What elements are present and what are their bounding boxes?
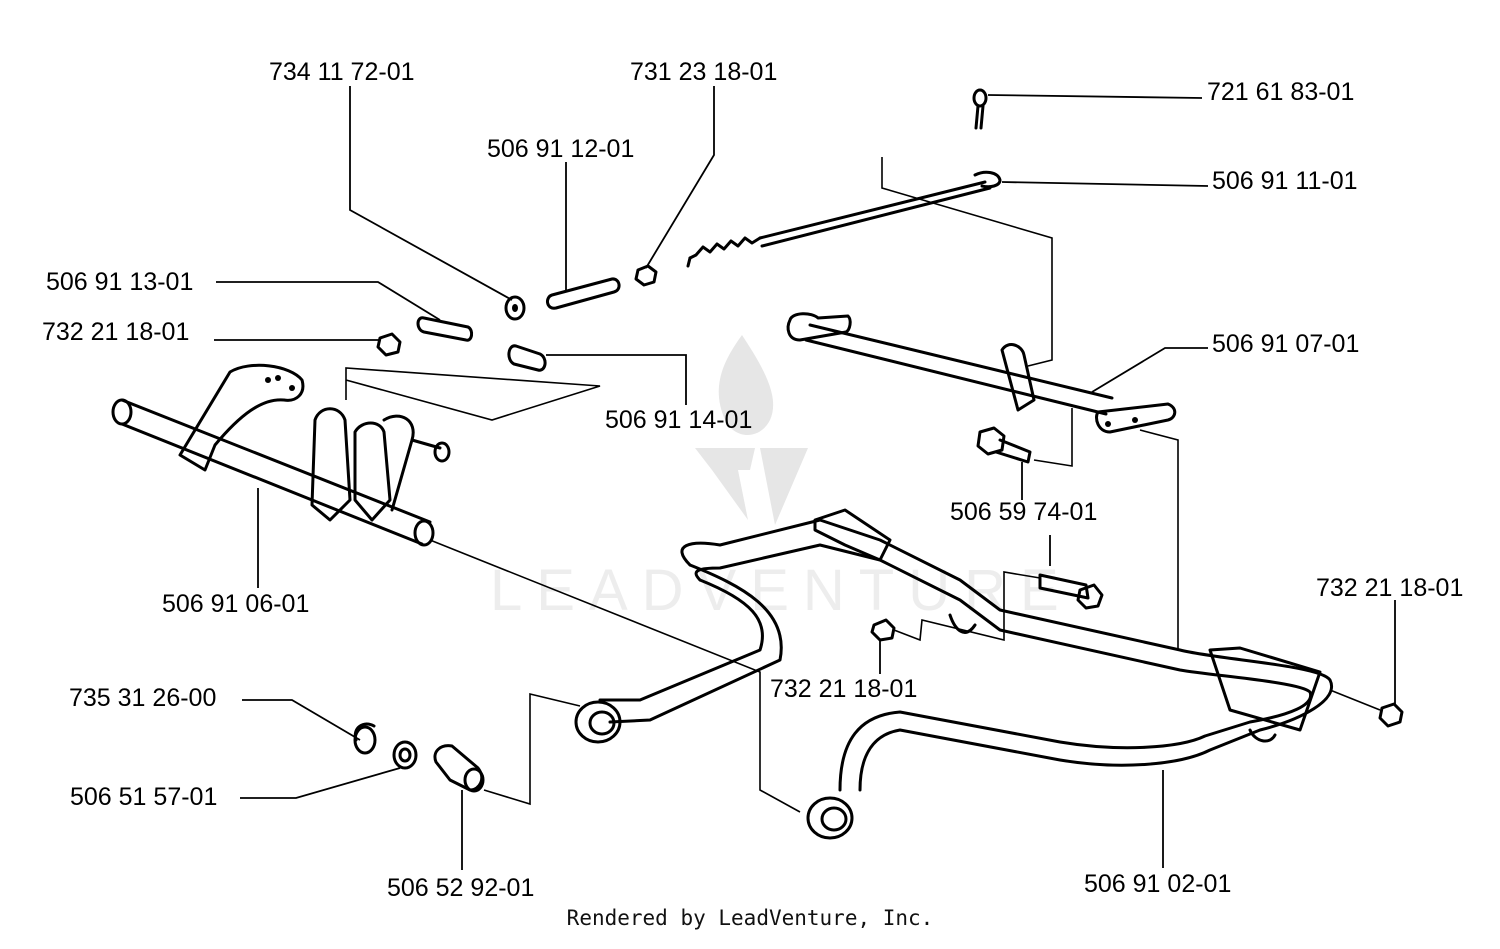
part-label-506-91-02-01[interactable]: 506 91 02-01	[1084, 870, 1231, 898]
leader-lines	[214, 86, 1396, 870]
part-label-506-91-14-01[interactable]: 506 91 14-01	[605, 406, 752, 434]
flat-washer-part	[392, 740, 418, 770]
part-label-506-52-92-01[interactable]: 506 52 92-01	[387, 874, 534, 902]
bracket-part	[310, 407, 352, 522]
nut-part	[634, 264, 658, 287]
part-label-732-21-18-01-center[interactable]: 732 21 18-01	[770, 675, 917, 703]
part-label-506-91-12-01[interactable]: 506 91 12-01	[487, 135, 634, 163]
center-tab-part	[1000, 343, 1036, 412]
part-label-506-51-57-01[interactable]: 506 51 57-01	[70, 783, 217, 811]
part-label-732-21-18-01-right[interactable]: 732 21 18-01	[1316, 574, 1463, 602]
part-label-734-11-72-01[interactable]: 734 11 72-01	[269, 58, 415, 86]
spacer-tube-part	[546, 277, 621, 310]
rear-tab-part	[1095, 402, 1177, 434]
footer-credit: Rendered by LeadVenture, Inc.	[566, 906, 934, 930]
front-tab-part	[786, 312, 852, 342]
watermark-v-logo-icon	[695, 448, 808, 525]
washer-part	[504, 295, 526, 321]
part-number-labels: 734 11 72-01 731 23 18-01 721 61 83-01 5…	[42, 58, 1463, 902]
part-label-732-21-18-01-top[interactable]: 732 21 18-01	[42, 318, 189, 346]
lift-frame-assembly	[574, 508, 1334, 840]
part-label-506-91-06-01[interactable]: 506 91 06-01	[162, 590, 309, 618]
pin-part	[416, 316, 474, 342]
rocker-shaft-assembly	[786, 157, 1177, 467]
watermark-text: LEADVENTURE	[490, 558, 1073, 623]
part-label-721-61-83-01[interactable]: 721 61 83-01	[1207, 78, 1354, 106]
lock-nut-part	[376, 332, 402, 357]
watermark: LEADVENTURE	[490, 335, 1073, 623]
right-pivot-bushing-part	[806, 796, 854, 840]
lift-shaft-assembly	[111, 363, 601, 547]
left-pivot-bushing-part	[574, 700, 622, 744]
lever-arm-part	[178, 363, 305, 472]
bolt-head-part	[976, 426, 1006, 456]
part-label-506-59-74-01[interactable]: 506 59 74-01	[950, 498, 1097, 526]
part-label-735-31-26-00[interactable]: 735 31 26-00	[69, 684, 216, 712]
part-label-731-23-18-01[interactable]: 731 23 18-01	[630, 58, 777, 86]
shift-rod	[376, 88, 1002, 372]
part-label-506-91-07-01[interactable]: 506 91 07-01	[1212, 330, 1359, 358]
bushing-part	[507, 344, 547, 372]
pivot-hardware	[353, 692, 581, 806]
cotter-pin-part	[972, 88, 988, 108]
part-label-506-91-11-01[interactable]: 506 91 11-01	[1212, 167, 1358, 195]
watermark-flame-icon	[718, 335, 774, 435]
part-label-506-91-13-01[interactable]: 506 91 13-01	[46, 268, 193, 296]
